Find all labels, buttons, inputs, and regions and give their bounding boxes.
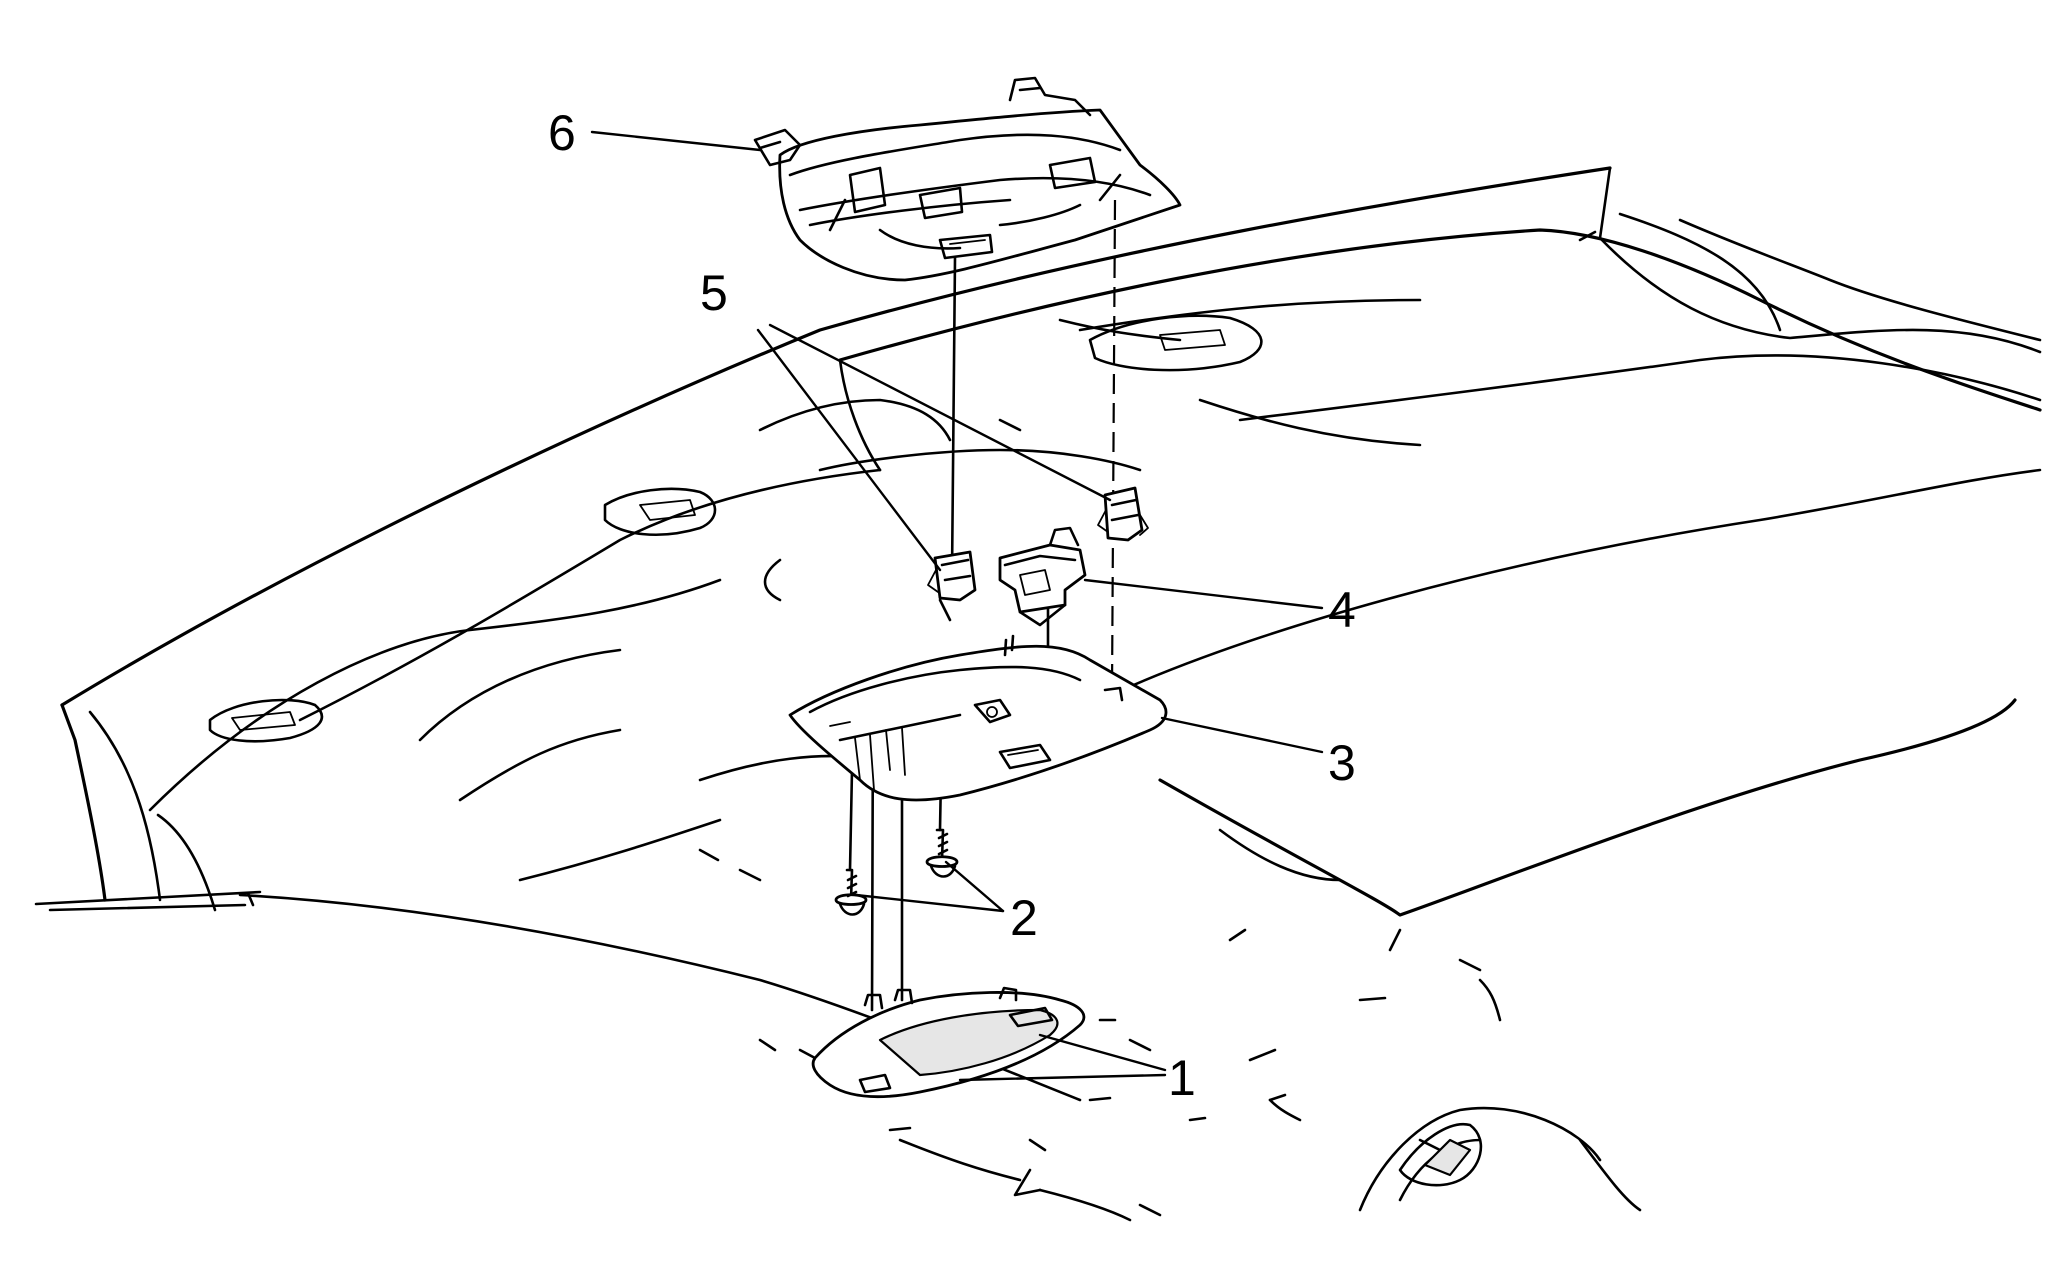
callout-3: 3	[1328, 735, 1356, 791]
callout-4: 4	[1328, 582, 1356, 638]
part-5-retaining-clip-right	[1097, 486, 1149, 542]
leader-2b	[944, 860, 1005, 913]
leader-lines	[590, 130, 1324, 1082]
leader-4	[1083, 578, 1324, 610]
callout-1: 1	[1168, 1050, 1196, 1106]
part-6-console-bracket	[753, 76, 1182, 282]
part-4-lamp-socket	[998, 526, 1087, 627]
part-2-screw-left	[834, 868, 868, 916]
callout-6: 6	[548, 105, 576, 161]
part-2-screw-right	[925, 828, 959, 878]
part-1-console-cover	[811, 986, 1086, 1099]
part-5-retaining-clip-left	[927, 550, 977, 622]
leader-1b	[958, 1073, 1167, 1082]
leader-3	[1160, 716, 1324, 754]
headliner-vent-right-front	[1398, 1122, 1483, 1187]
headliner-vent-left-front	[208, 698, 324, 743]
headliner	[34, 166, 2042, 1222]
leader-5a	[756, 328, 942, 572]
leader-1a	[1038, 1033, 1167, 1072]
leader-5b	[768, 323, 1112, 502]
callout-labels: 6 5 4 3 2 1	[548, 105, 1356, 1106]
part-3-console-housing	[788, 634, 1168, 802]
leader-2a	[854, 893, 1005, 913]
headliner-vent-left-rear	[603, 487, 717, 536]
callout-5: 5	[700, 265, 728, 321]
callout-2: 2	[1010, 890, 1038, 946]
leader-6	[590, 130, 762, 152]
headliner-lamp-rear-center	[1088, 314, 1263, 372]
